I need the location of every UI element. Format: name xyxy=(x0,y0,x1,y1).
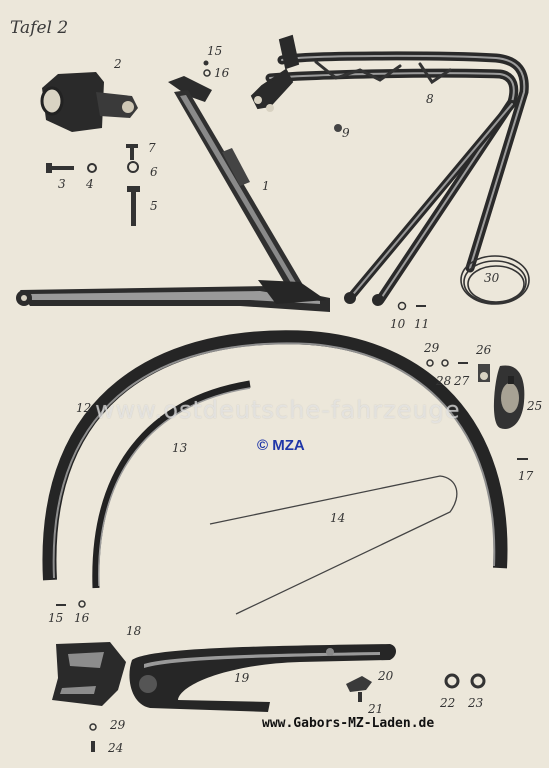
part-1-frame-tube xyxy=(16,76,330,312)
label-part-15-bottom: 15 xyxy=(48,611,64,625)
label-part-23: 23 xyxy=(468,696,484,710)
label-part-28: 28 xyxy=(436,374,452,388)
label-part-25: 25 xyxy=(527,399,543,413)
label-part-22: 22 xyxy=(440,696,456,710)
label-part-1: 1 xyxy=(262,179,270,193)
part-30-cable-coil xyxy=(460,255,530,305)
label-part-13: 13 xyxy=(172,441,188,455)
label-part-6: 6 xyxy=(150,165,158,179)
label-part-5: 5 xyxy=(150,199,158,213)
label-part-24: 24 xyxy=(108,741,124,755)
label-part-29-bottom: 29 xyxy=(110,718,126,732)
part-18-bracket xyxy=(52,642,126,706)
label-part-8: 8 xyxy=(426,92,434,106)
website-link[interactable]: www.Gabors-MZ-Laden.de xyxy=(262,716,435,731)
label-part-16-top: 16 xyxy=(214,66,230,80)
sheet-title: Tafel 2 xyxy=(10,18,69,38)
label-part-20: 20 xyxy=(378,669,394,683)
label-part-26: 26 xyxy=(476,343,492,357)
part-8-rear-frame xyxy=(250,34,529,306)
label-part-3: 3 xyxy=(58,177,66,191)
part-14-chainguard xyxy=(209,475,458,615)
label-part-11: 11 xyxy=(414,317,430,331)
part-25-rear-lamp xyxy=(493,365,525,429)
label-part-19: 19 xyxy=(234,671,250,685)
label-part-12: 12 xyxy=(76,401,92,415)
label-part-14: 14 xyxy=(330,511,346,525)
label-part-7: 7 xyxy=(148,141,156,155)
label-part-21: 21 xyxy=(368,702,384,716)
part-19-chain-case xyxy=(129,644,396,712)
copyright-text: © MZA xyxy=(257,437,305,454)
label-part-4: 4 xyxy=(86,177,94,191)
label-part-10: 10 xyxy=(390,317,406,331)
label-part-30: 30 xyxy=(484,271,500,285)
part-2-bracket xyxy=(40,72,138,132)
label-part-15-top: 15 xyxy=(207,44,223,58)
label-part-29-top: 29 xyxy=(424,341,440,355)
part-13-stay xyxy=(92,380,251,589)
label-part-2: 2 xyxy=(114,57,122,71)
label-part-16-bottom: 16 xyxy=(74,611,90,625)
watermark-text: www.ostdeutsche-fahrzeuge xyxy=(95,396,461,424)
part-hardware xyxy=(46,60,528,752)
label-part-18: 18 xyxy=(126,624,142,638)
part-12-mudguard xyxy=(42,330,508,581)
label-part-17: 17 xyxy=(518,469,534,483)
label-part-9: 9 xyxy=(342,126,350,140)
label-part-27: 27 xyxy=(454,374,470,388)
